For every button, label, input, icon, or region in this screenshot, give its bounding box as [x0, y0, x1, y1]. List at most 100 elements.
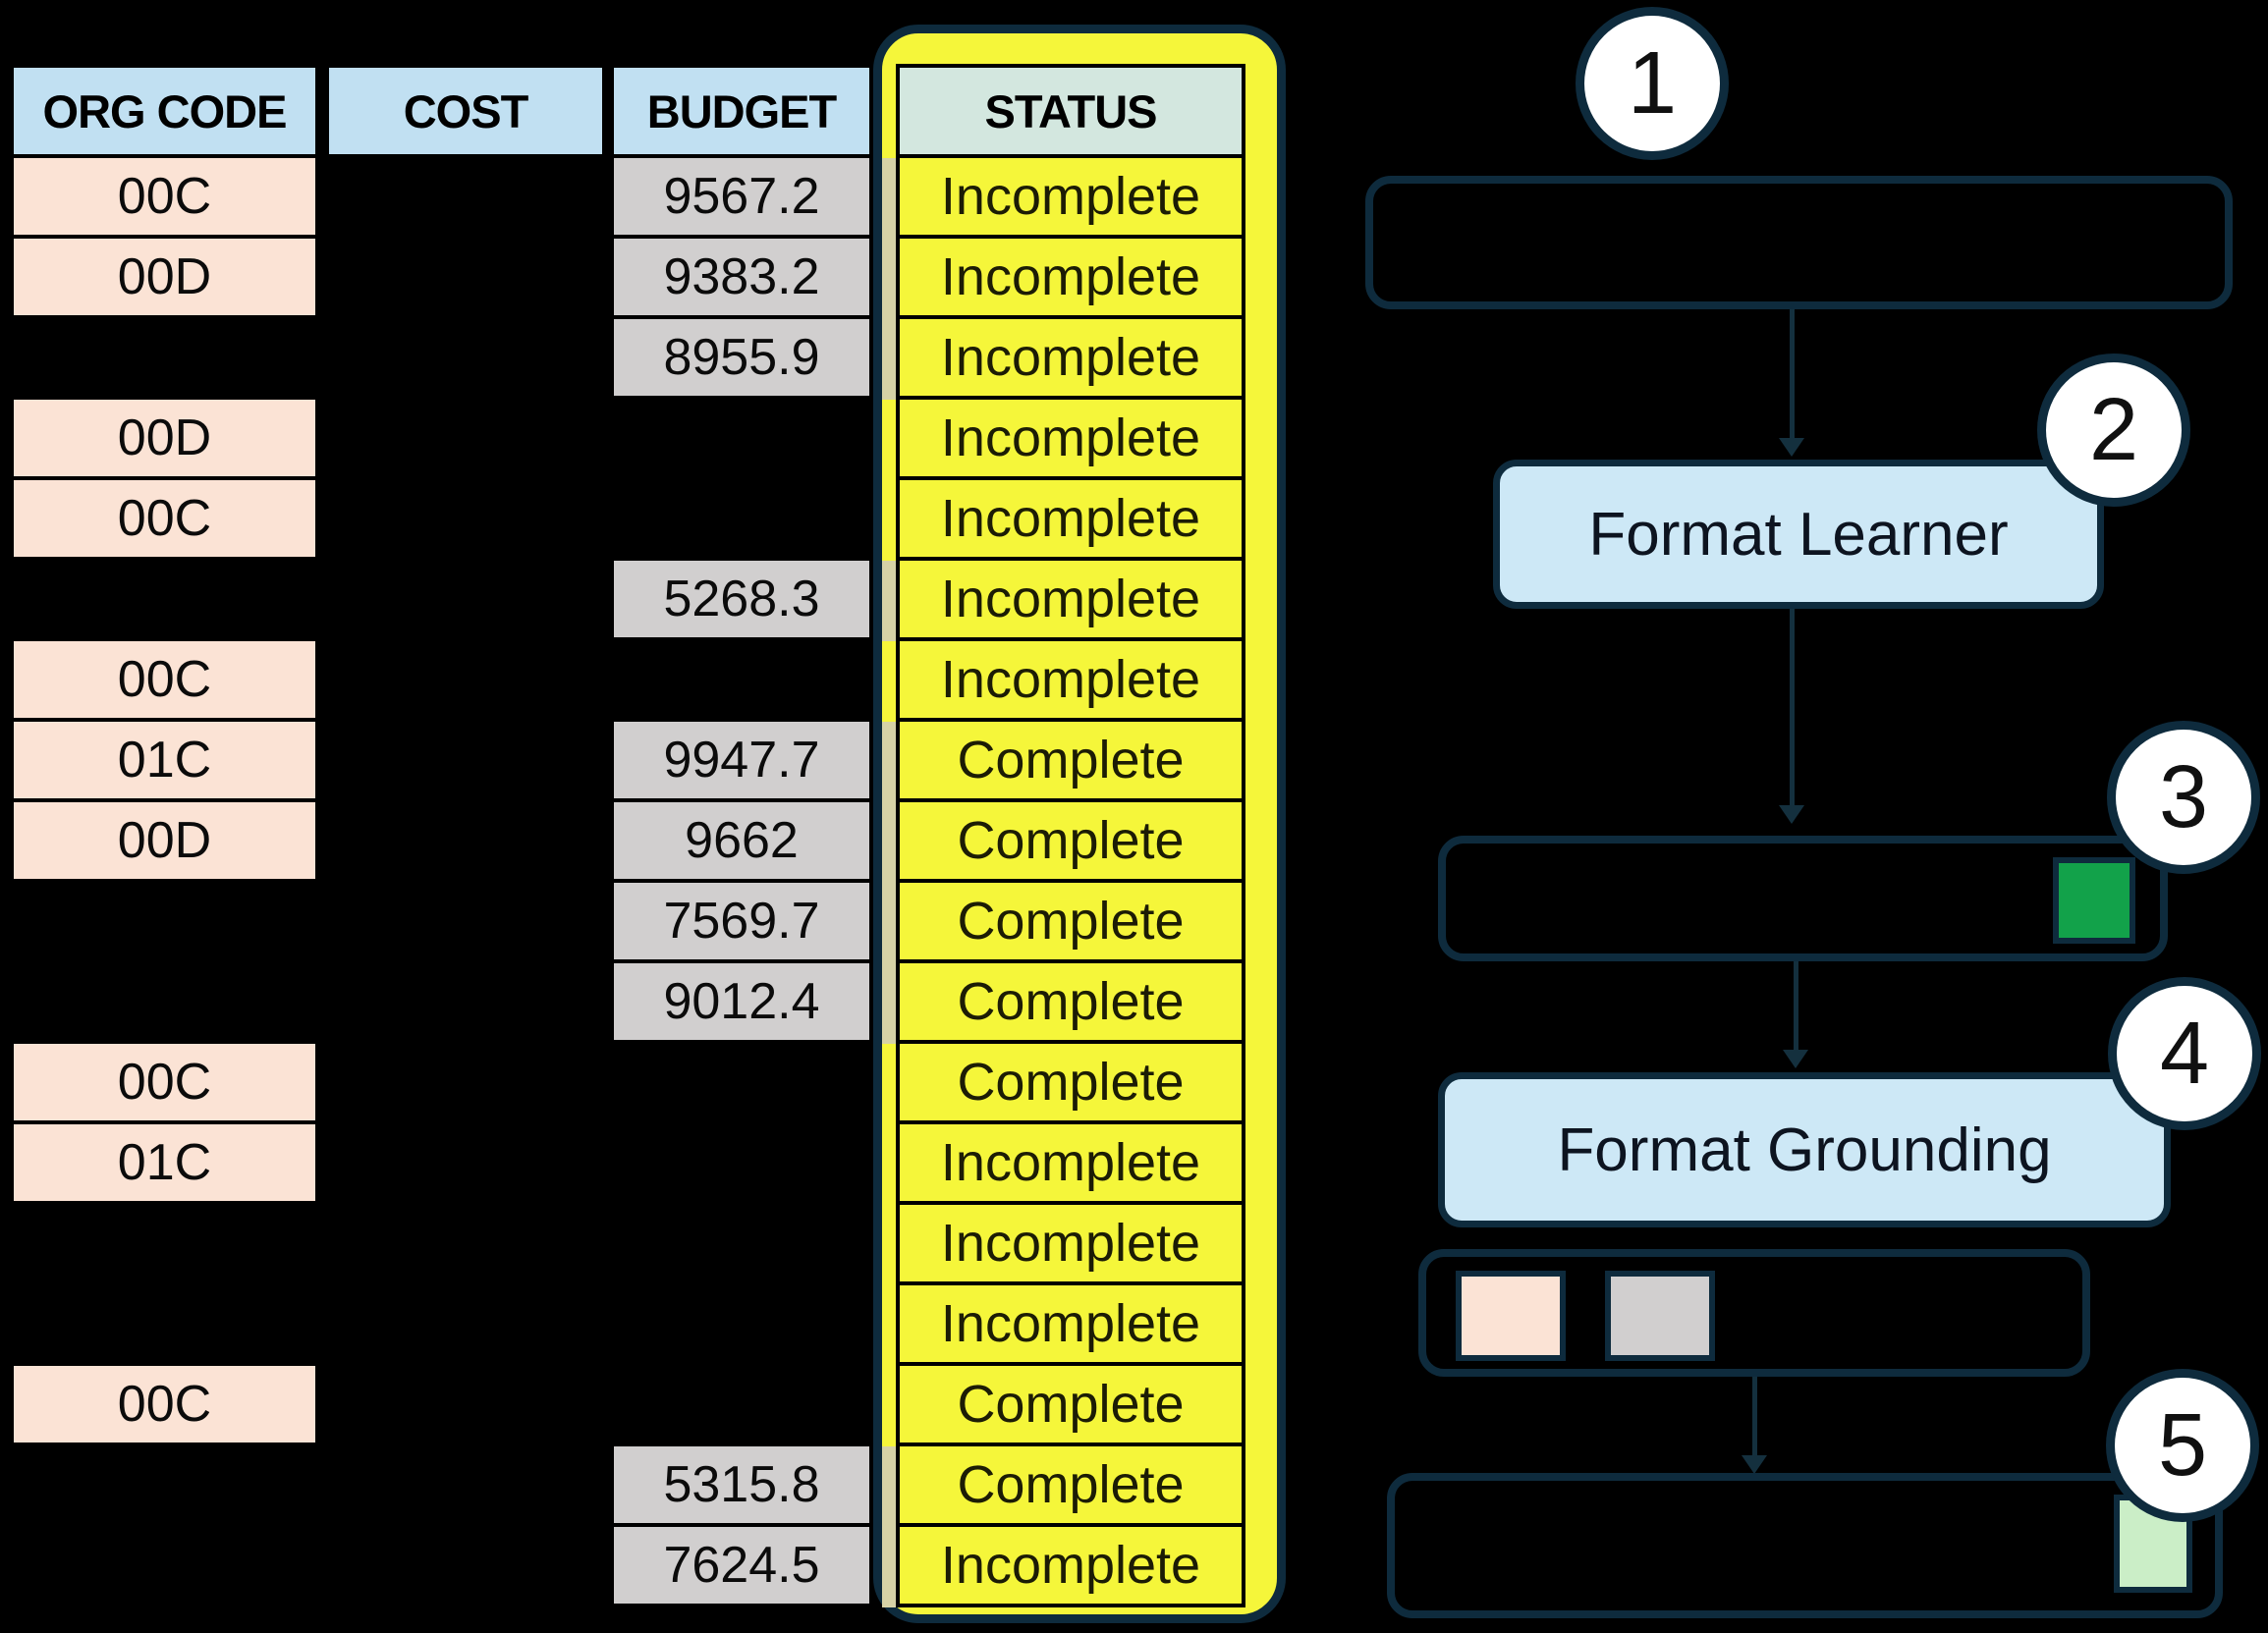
status-cell: Incomplete [896, 396, 1245, 480]
budget-underlap [882, 1124, 896, 1205]
budget-header: BUDGET [610, 64, 873, 158]
budget-cell: 9012.4 [610, 959, 873, 1044]
status-cell: Incomplete [896, 1120, 1245, 1205]
org-code-cell [10, 1442, 319, 1527]
budget-underlap [882, 480, 896, 561]
cost-header: COST [325, 64, 606, 158]
status-header: STATUS [896, 64, 1245, 158]
budget-cell [610, 476, 873, 561]
step-number: 3 [2158, 747, 2209, 846]
budget-underlap [882, 1366, 896, 1446]
budget-underlap-column [882, 158, 896, 1607]
org-code-cell: 01C [10, 1120, 319, 1205]
format-grounding-box: Format Grounding [1438, 1072, 2171, 1227]
org-code-cell: 00C [10, 1362, 319, 1446]
connector-line [1794, 961, 1798, 1052]
arrow-down-icon [1742, 1455, 1767, 1474]
org-code-cell [10, 879, 319, 963]
arrow-down-icon [1779, 805, 1804, 824]
org-code-cell: 00D [10, 798, 319, 883]
status-cell: Incomplete [896, 154, 1245, 239]
cost-column: COST [325, 64, 606, 158]
placeholder-box-2 [1438, 836, 2168, 961]
step-circle-4: 4 [2108, 977, 2261, 1130]
step-number: 4 [2159, 1004, 2210, 1103]
budget-underlap [882, 641, 896, 722]
gray-swatch [1605, 1271, 1715, 1361]
status-cell: Incomplete [896, 476, 1245, 561]
placeholder-box-1 [1365, 176, 2233, 309]
budget-underlap [882, 1044, 896, 1124]
format-grounding-label: Format Grounding [1557, 1116, 2052, 1184]
budget-cell [610, 1040, 873, 1124]
status-cell: Complete [896, 798, 1245, 883]
org-code-cell: 00C [10, 1040, 319, 1124]
budget-cell [610, 1281, 873, 1366]
org-code-header: ORG CODE [10, 64, 319, 158]
connector-line [1790, 309, 1795, 439]
budget-cell [610, 1362, 873, 1446]
status-cell: Complete [896, 1442, 1245, 1527]
budget-cell: 7569.7 [610, 879, 873, 963]
connector-line [1790, 609, 1795, 807]
budget-underlap [882, 1527, 896, 1607]
green-swatch [2053, 857, 2135, 944]
org-code-cell [10, 1281, 319, 1366]
step-circle-1: 1 [1576, 7, 1729, 160]
budget-underlap [882, 239, 896, 319]
step-number: 2 [2088, 380, 2139, 479]
format-learner-box: Format Learner [1493, 460, 2104, 609]
arrow-down-icon [1779, 438, 1804, 457]
format-learner-label: Format Learner [1588, 500, 2009, 569]
status-cell: Incomplete [896, 637, 1245, 722]
budget-cell [610, 1120, 873, 1205]
org-code-cell [10, 1523, 319, 1607]
arrow-down-icon [1783, 1050, 1808, 1068]
step-circle-5: 5 [2106, 1369, 2259, 1522]
budget-cell: 7624.5 [610, 1523, 873, 1607]
peach-swatch [1456, 1271, 1566, 1361]
budget-underlap [882, 1205, 896, 1285]
budget-underlap [882, 802, 896, 883]
status-cell: Incomplete [896, 1523, 1245, 1607]
org-code-cell: 01C [10, 718, 319, 802]
budget-cell: 5315.8 [610, 1442, 873, 1527]
budget-cell: 9567.2 [610, 154, 873, 239]
step-number: 5 [2157, 1395, 2208, 1495]
status-cell: Complete [896, 1362, 1245, 1446]
org-code-cell: 00C [10, 637, 319, 722]
step-number: 1 [1627, 33, 1678, 133]
org-code-cell: 00D [10, 235, 319, 319]
org-code-cell [10, 557, 319, 641]
budget-cell: 9383.2 [610, 235, 873, 319]
budget-underlap [882, 1446, 896, 1527]
budget-cell [610, 1201, 873, 1285]
budget-underlap [882, 722, 896, 802]
placeholder-box-3 [1418, 1249, 2090, 1377]
org-code-cell: 00C [10, 476, 319, 561]
budget-cell [610, 637, 873, 722]
status-cell: Incomplete [896, 1201, 1245, 1285]
budget-underlap [882, 158, 896, 239]
budget-cell: 9662 [610, 798, 873, 883]
budget-cell [610, 396, 873, 480]
budget-underlap [882, 1285, 896, 1366]
budget-underlap [882, 883, 896, 963]
placeholder-box-4 [1387, 1473, 2223, 1618]
budget-cell: 5268.3 [610, 557, 873, 641]
connector-line [1752, 1377, 1757, 1457]
status-cell: Incomplete [896, 1281, 1245, 1366]
org-code-cell [10, 1201, 319, 1285]
budget-cell: 9947.7 [610, 718, 873, 802]
budget-cell: 8955.9 [610, 315, 873, 400]
step-circle-2: 2 [2037, 354, 2190, 507]
org-code-cell [10, 959, 319, 1044]
status-cell: Incomplete [896, 235, 1245, 319]
status-cell: Incomplete [896, 315, 1245, 400]
budget-underlap [882, 561, 896, 641]
org-code-cell [10, 315, 319, 400]
